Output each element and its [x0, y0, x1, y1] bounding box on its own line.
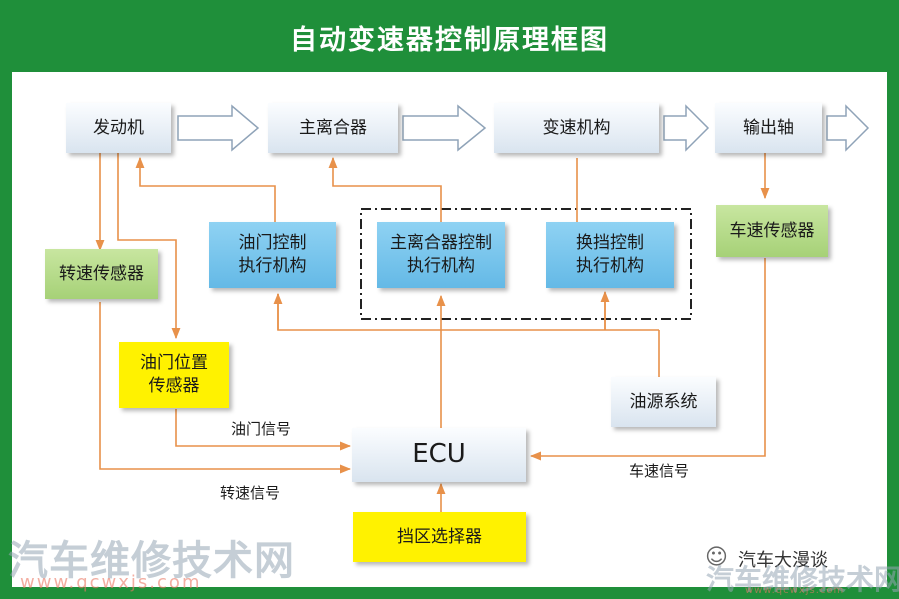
- throttle-actuator-label: 油门控制 执行机构: [238, 233, 307, 276]
- throttle-signal-label: 油门信号: [231, 420, 292, 438]
- speed-signal-label: 转速信号: [220, 484, 281, 502]
- throttle-position-sensor-label: 油门位置 传感器: [140, 353, 208, 396]
- throttle-position-sensor-box: 油门位置 传感器: [119, 342, 229, 408]
- ecu-box: ECU: [352, 428, 526, 482]
- throttle-actuator-box: 油门控制 执行机构: [209, 222, 336, 288]
- vehicle-speed-signal-label: 车速信号: [629, 462, 690, 480]
- watermark-left-title: 汽车维修技术网: [8, 538, 295, 584]
- shift-actuator-label: 换挡控制 执行机构: [576, 233, 644, 276]
- line-clutch-actuator-to-clutch: [328, 156, 442, 222]
- watermark-right-title: 汽车维修技术网: [706, 563, 899, 596]
- diagram-title: 自动变速器控制原理框图: [290, 25, 609, 56]
- line-speed-sensor-to-ecu: [99, 302, 352, 474]
- power-flow-arrow: [402, 104, 487, 152]
- oil-system-box: 油源系统: [611, 377, 716, 427]
- line-throttle-actuator-to-engine: [135, 156, 276, 222]
- watermark-right-wechat: 汽车大漫谈: [738, 550, 828, 571]
- speed-sensor-box: 转速传感器: [45, 249, 158, 299]
- watermark-right-url: www.qcwxjs.com: [745, 585, 845, 596]
- line-engine-to-throttle-sensor: [117, 152, 181, 340]
- line-vehicle-speed-to-ecu: [529, 258, 766, 461]
- watermark-wechat-icon: ☺: [705, 545, 728, 570]
- main-clutch-box: 主离合器: [268, 103, 398, 153]
- vehicle-speed-sensor-box: 车速传感器: [716, 205, 828, 257]
- clutch-actuator-box: 主离合器控制 执行机构: [377, 222, 505, 288]
- engine-box: 发动机: [66, 103, 171, 153]
- transmission-box: 变速机构: [494, 103, 659, 153]
- watermark-left-url: www.qcwxjs.com: [20, 572, 202, 593]
- output-shaft-box: 输出轴: [715, 103, 822, 153]
- power-flow-arrow: [177, 104, 260, 152]
- line-throttle-sensor-to-ecu: [175, 409, 352, 451]
- power-flow-arrow: [826, 104, 870, 152]
- shift-actuator-box: 换挡控制 执行机构: [546, 222, 674, 288]
- clutch-actuator-label: 主离合器控制 执行机构: [390, 233, 492, 276]
- actuator-group-border: [360, 208, 692, 320]
- power-flow-arrow: [663, 104, 710, 152]
- gear-selector-box: 挡区选择器: [353, 512, 526, 562]
- line-oil-system-up: [277, 294, 660, 377]
